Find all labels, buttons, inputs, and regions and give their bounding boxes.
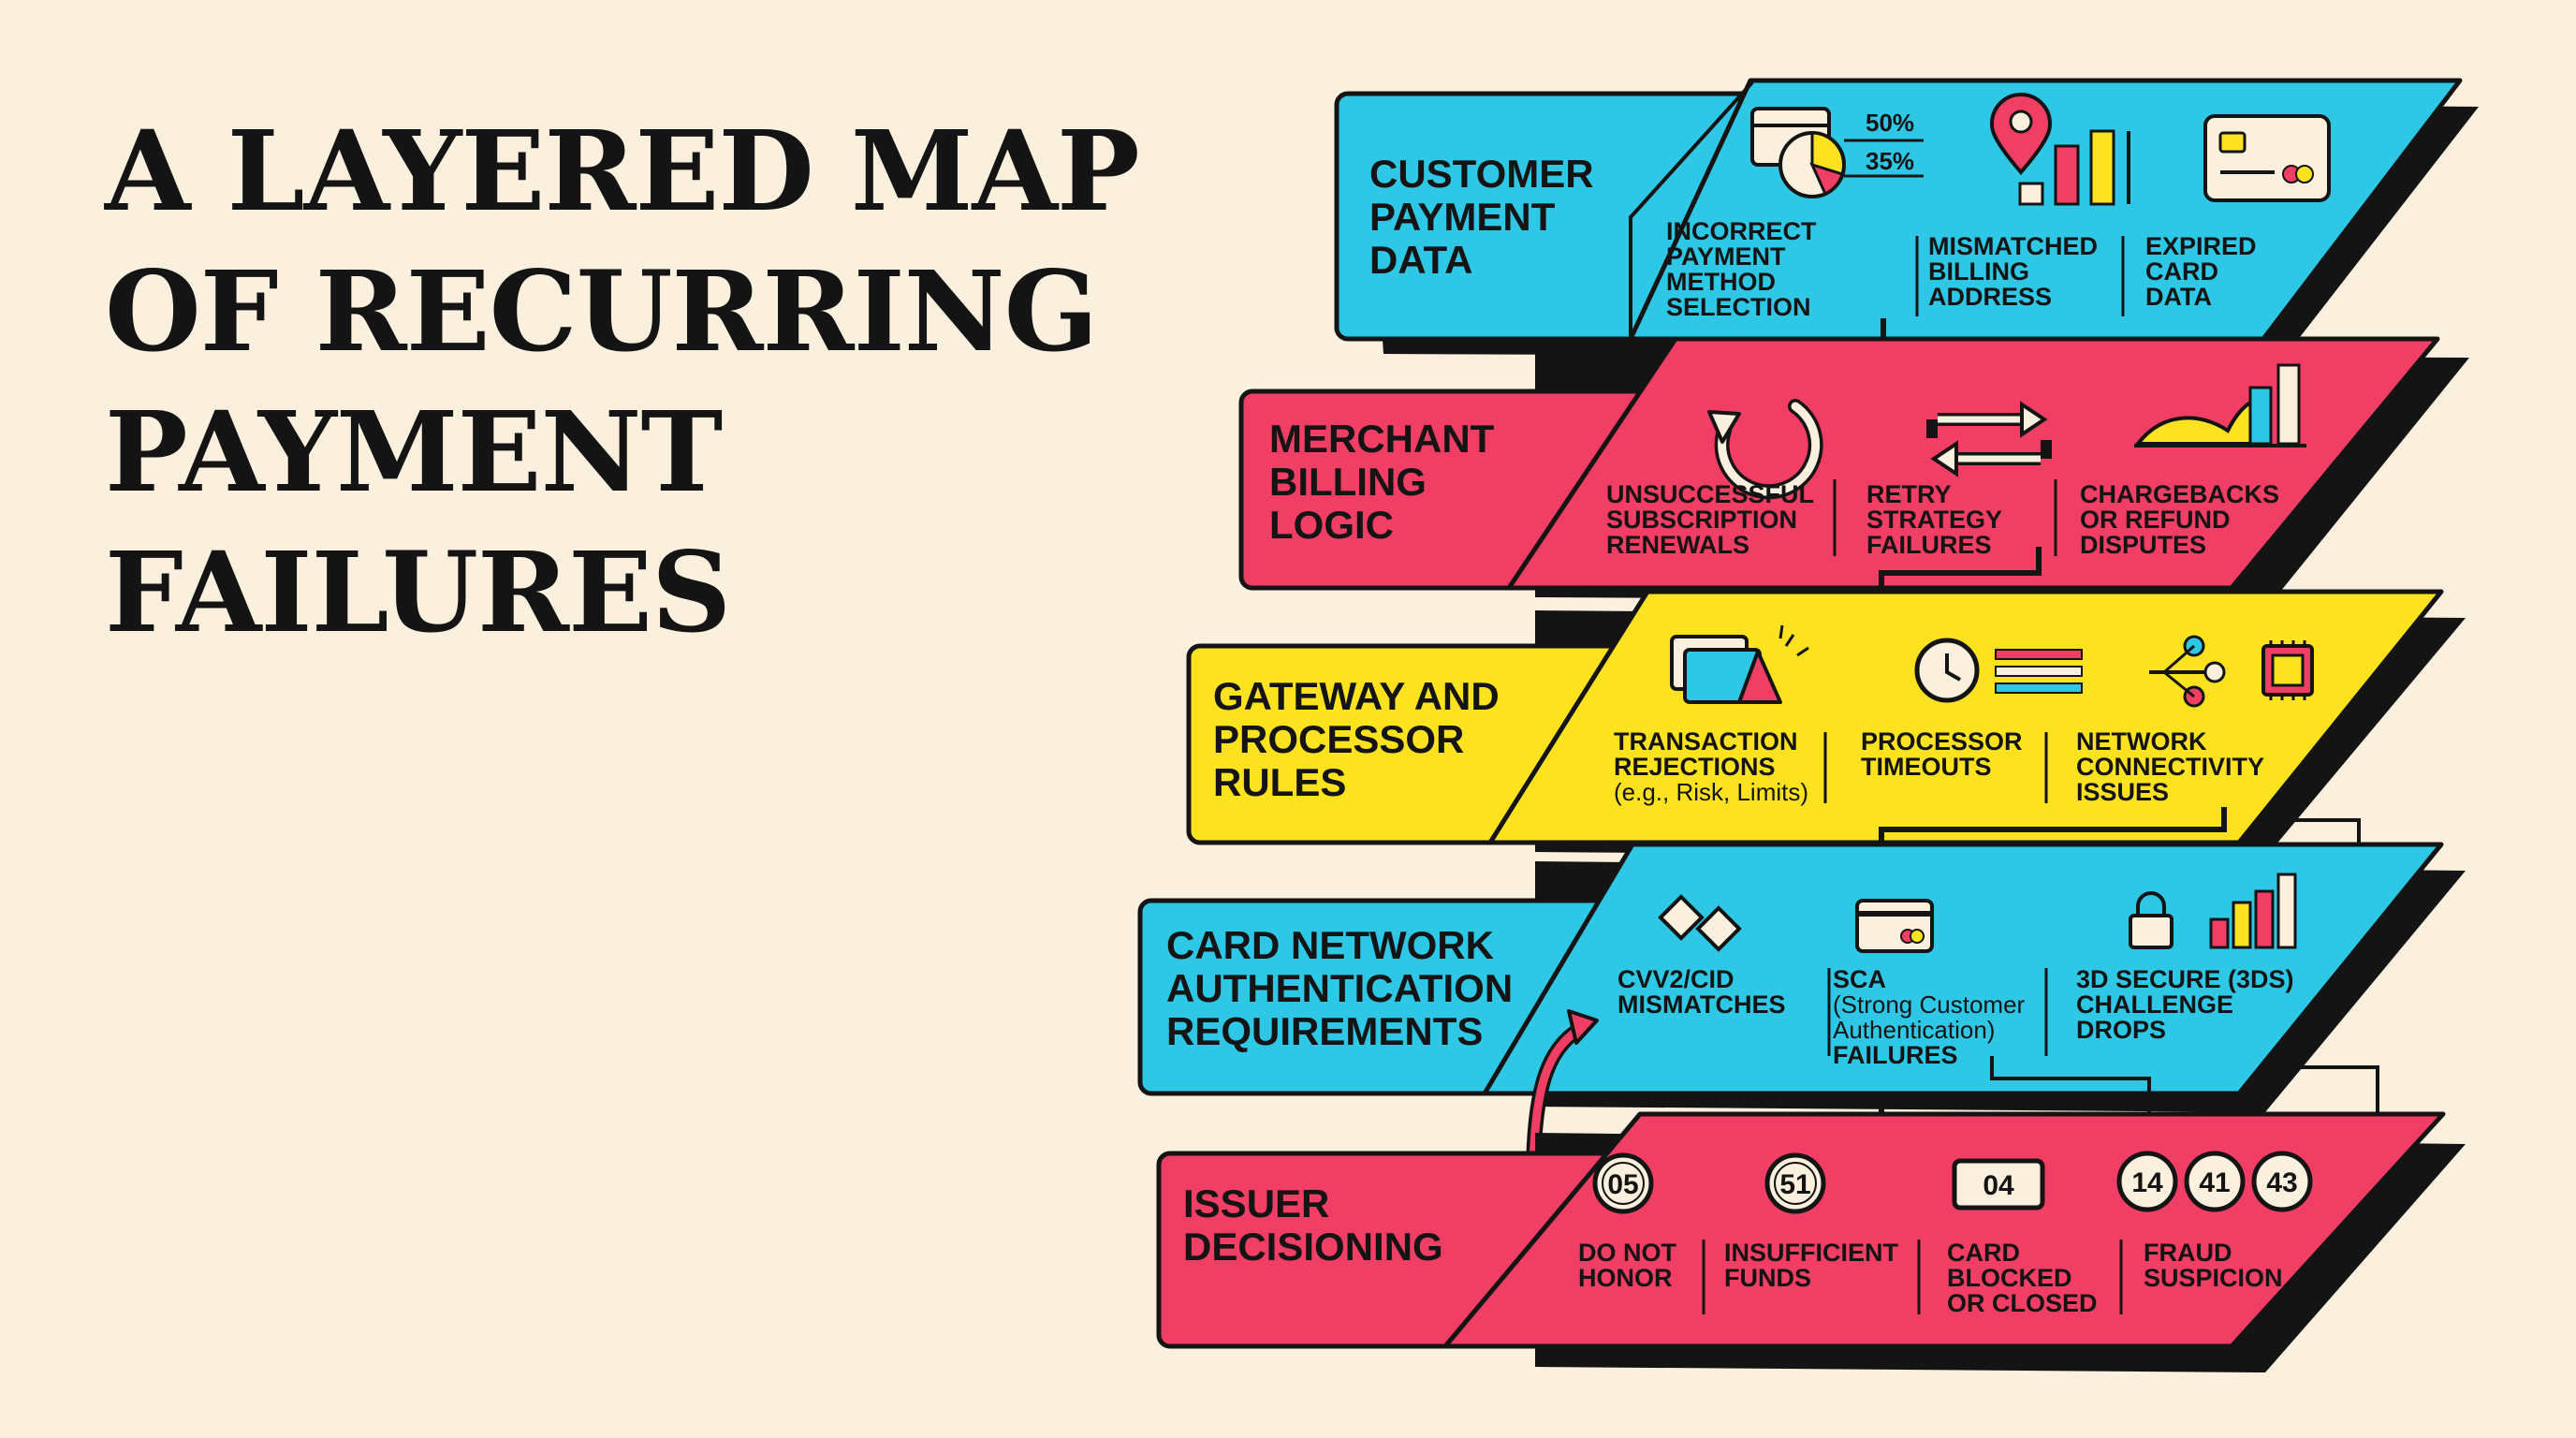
code-label: 14 (2131, 1167, 2163, 1198)
retry-arrows-icon (1926, 401, 2052, 477)
network-chip-icon (2149, 635, 2314, 708)
item-label-line: INSUFFICIENT (1724, 1239, 1899, 1267)
item-label-line: RENEWALS (1606, 531, 1749, 559)
item-label-line: CHARGEBACKS (2080, 480, 2279, 508)
layer-title-line: LOGIC (1269, 503, 1394, 547)
layer-title-line: REQUIREMENTS (1166, 1009, 1483, 1053)
item-label-line: OR REFUND (2080, 506, 2231, 534)
item-sub-line: Authentication) (1833, 1016, 1995, 1044)
code-label: 05 (1607, 1169, 1638, 1200)
layer-title-line: MERCHANT (1269, 417, 1495, 461)
item-label-line: BLOCKED (1947, 1264, 2072, 1292)
layer-customer-payment-data: CUSTOMER PAYMENT DATA 50% 35% (1334, 78, 2479, 358)
item-label-line: TIMEOUTS (1861, 753, 1992, 781)
code-14-41-43-badges: 14 41 43 (2116, 1151, 2313, 1212)
area-bar-chart-icon (2133, 363, 2306, 448)
rejected-cards-icon (1670, 624, 1809, 704)
feedback-arrow (1526, 1009, 1599, 1174)
item-label-line: REJECTIONS (1614, 753, 1776, 781)
item-label-line: OR CLOSED (1947, 1289, 2098, 1317)
item-label-line: SELECTION (1666, 293, 1811, 321)
item-label-line: INCORRECT (1666, 217, 1817, 245)
item-label-line: CONNECTIVITY (2076, 753, 2264, 781)
item-label-line: SCA (1833, 965, 1886, 993)
item-sub-line: (e.g., Risk, Limits) (1614, 778, 1808, 806)
item-label-line: HONOR (1578, 1264, 1673, 1292)
clock-icon (1914, 638, 2083, 703)
credit-card-icon (2203, 114, 2331, 202)
title-line: PAYMENT (105, 387, 723, 517)
item-label-line: 3D SECURE (3DS) (2076, 965, 2294, 993)
item-label-line: DROPS (2076, 1016, 2166, 1044)
page-title: A LAYERED MAP OF RECURRING PAYMENT FAILU… (105, 101, 1228, 663)
item-label-line: CVV2/CID (1617, 965, 1734, 993)
item-label-line: FRAUD (2144, 1239, 2232, 1267)
item-label-line: FUNDS (1724, 1264, 1811, 1292)
item-label-line: DO NOT (1578, 1239, 1677, 1267)
item-sub-line: (Strong Customer (1833, 990, 2026, 1019)
item-label-line: MISMATCHES (1617, 990, 1786, 1019)
item-label-line: UNSUCCESSFUL (1606, 480, 1814, 508)
layer-title-line: CUSTOMER (1369, 152, 1594, 196)
card-icon (1855, 899, 1934, 953)
item-label-line: BILLING (1928, 257, 2029, 286)
item-label-line: PROCESSOR (1861, 727, 2023, 756)
layer-merchant-billing-logic: MERCHANT BILLING LOGIC (1238, 336, 2469, 601)
item-label-line: SUSPICION (2144, 1264, 2283, 1292)
code-label: 41 (2199, 1167, 2230, 1198)
item-label-line: DISPUTES (2080, 531, 2206, 559)
item-label-line: STRATEGY (1866, 506, 2002, 534)
layer-title-line: PAYMENT (1369, 195, 1556, 239)
layer-title-line: RULES (1213, 760, 1346, 804)
item-label-line: ISSUES (2076, 778, 2169, 806)
title-line: OF RECURRING (105, 246, 1098, 376)
layer-title-line: PROCESSOR (1213, 717, 1464, 761)
item-label-line: METHOD (1666, 268, 1776, 296)
item-label-line: MISMATCHED (1928, 232, 2098, 260)
percent-label: 50% (1866, 109, 1914, 137)
item-label-line: RETRY (1866, 480, 1952, 508)
layer-title-line: DATA (1369, 238, 1472, 282)
title-line: A LAYERED MAP (105, 106, 1140, 236)
refresh-icon (1707, 399, 1823, 500)
item-label-line: EXPIRED (2145, 232, 2257, 260)
item-label-line: CARD (1947, 1239, 2020, 1267)
layer-title-line: BILLING (1269, 460, 1427, 504)
location-pin-bar-chart-icon (1989, 93, 2130, 206)
layer-gateway-processor-rules: GATEWAY AND PROCESSOR RULES (1186, 589, 2466, 858)
item-label-line: NETWORK (2076, 727, 2207, 756)
layer-card-network-authentication: CARD NETWORK AUTHENTICATION REQUIREMENTS (1137, 842, 2466, 1112)
code-label: 51 (1779, 1169, 1810, 1200)
layer-title-line: ISSUER (1183, 1181, 1329, 1225)
layer-issuer-decisioning: ISSUER DECISIONING 05 51 04 14 41 (1156, 1111, 2466, 1372)
layer-title-line: GATEWAY AND (1213, 674, 1500, 718)
item-label-line: FAILURES (1833, 1041, 1958, 1069)
code-05-badge: 05 (1592, 1152, 1654, 1214)
item-label-line: PAYMENT (1666, 242, 1786, 271)
layer-title-line: AUTHENTICATION (1166, 966, 1513, 1010)
code-label: 04 (1983, 1170, 2014, 1201)
item-label-line: TRANSACTION (1614, 727, 1798, 756)
lock-bar-chart-icon (2129, 873, 2297, 949)
code-04-badge: 04 (1952, 1158, 2045, 1211)
item-label-line: ADDRESS (1928, 283, 2052, 311)
item-label-line: SUBSCRIPTION (1606, 506, 1797, 534)
code-label: 43 (2266, 1167, 2297, 1198)
item-label-line: FAILURES (1866, 531, 1992, 559)
layer-title-line: CARD NETWORK (1166, 923, 1494, 967)
item-label-line: CHALLENGE (2076, 990, 2233, 1019)
code-51-badge: 51 (1764, 1152, 1826, 1214)
layer-title-line: DECISIONING (1183, 1225, 1443, 1269)
item-label-line: DATA (2145, 283, 2212, 311)
percent-label: 35% (1866, 147, 1914, 175)
pie-chart-icon (1750, 107, 1924, 198)
title-line: FAILURES (105, 527, 731, 657)
diamond-cards-icon (1658, 894, 1742, 952)
item-label-line: CARD (2145, 257, 2218, 286)
